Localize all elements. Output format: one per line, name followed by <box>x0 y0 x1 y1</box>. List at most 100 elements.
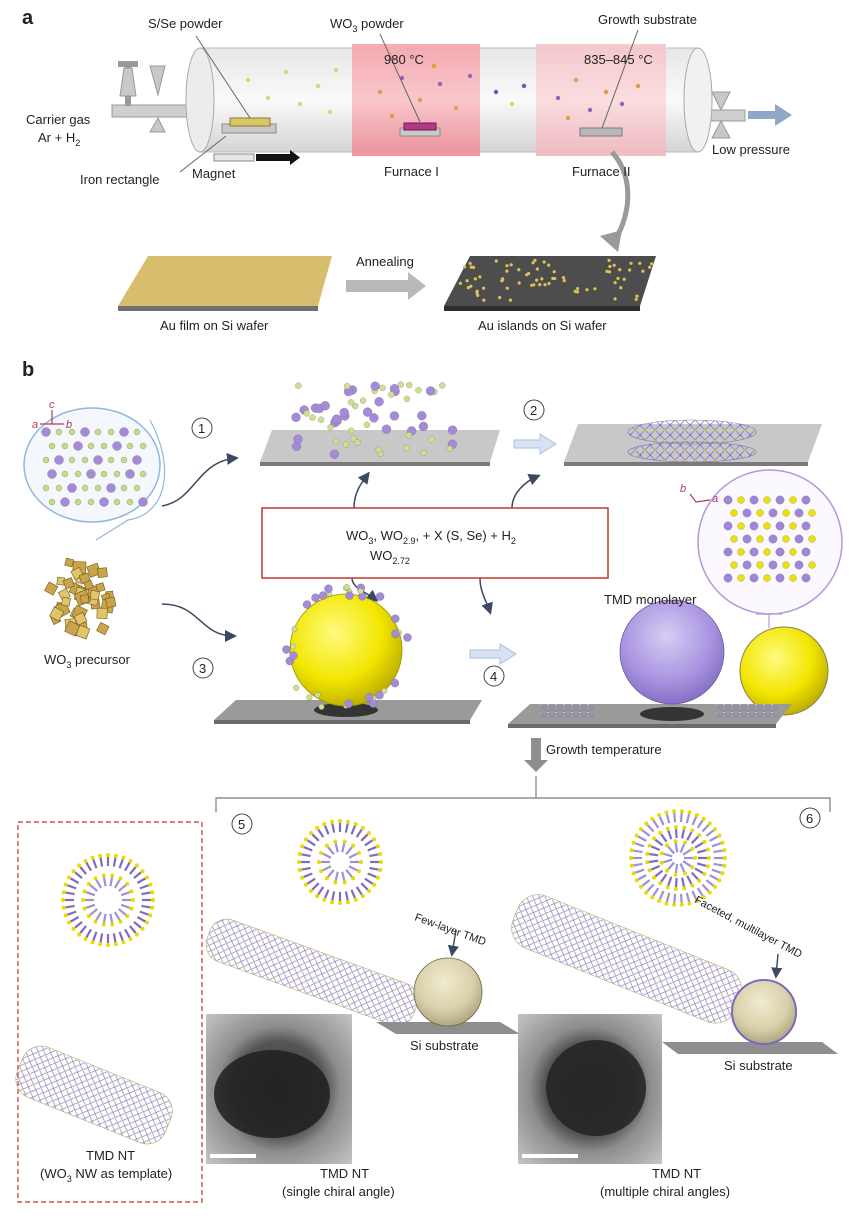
nt-bond <box>323 824 330 835</box>
nt-s-atom <box>330 900 334 905</box>
nt-bond <box>73 921 83 930</box>
tmd-atom <box>756 561 764 569</box>
au-island-dot <box>469 284 473 288</box>
nt-s-atom <box>151 898 155 902</box>
furnace-1 <box>352 44 480 156</box>
panel-b-letter: b <box>22 359 34 381</box>
au-island-dot <box>608 264 612 269</box>
nt-bond <box>300 866 311 871</box>
nt-bond <box>681 828 686 839</box>
ss-powder-boat <box>229 117 271 127</box>
vapor-atom <box>350 435 357 442</box>
au-island-dot <box>561 276 566 280</box>
tmd-atom <box>794 534 804 544</box>
nt-bond <box>634 868 645 874</box>
nt-s-atom <box>134 863 139 868</box>
nt-s-atom <box>652 836 656 841</box>
vapor-atom <box>403 395 411 403</box>
au-island-dot <box>551 276 555 280</box>
nt-bond <box>310 832 320 842</box>
leader-lines <box>179 29 639 173</box>
nt-s-atom <box>673 872 678 877</box>
au-island-dot <box>607 270 612 274</box>
vapor-atom <box>339 407 349 418</box>
tmd-atom <box>775 521 785 531</box>
nt-s-atom <box>90 855 95 860</box>
tmd-atom <box>775 573 785 583</box>
au-island-dot <box>462 265 467 269</box>
au-island-dot <box>535 267 540 271</box>
nt-s-atom <box>121 855 126 860</box>
nt-bond <box>674 828 678 839</box>
nt-bond <box>310 882 320 892</box>
tmd-atom <box>756 535 764 543</box>
tmd-crystal-lattice <box>723 495 816 583</box>
tmd-atom <box>737 496 745 504</box>
au-island-dot <box>465 279 469 283</box>
nt-bond <box>345 869 354 879</box>
vapor-atom <box>428 436 435 443</box>
au-island-dot <box>468 261 472 265</box>
vapor-atom <box>406 381 413 389</box>
nt-bond <box>344 822 349 833</box>
tmd-atom <box>801 495 811 505</box>
nt-bond <box>686 875 693 886</box>
nt-s-atom <box>659 851 664 856</box>
nt-bond <box>673 812 677 823</box>
nt-s-atom <box>701 895 706 900</box>
furnace-1-label: Furnace I <box>384 164 439 179</box>
nt-s-atom <box>145 920 149 925</box>
nt-s-atom <box>297 852 302 856</box>
step4-arrow <box>469 643 517 665</box>
wo3-atom <box>60 497 70 507</box>
nt-s-atom <box>300 875 305 880</box>
tmd-atom <box>723 547 733 557</box>
nt-s-atom <box>309 831 313 835</box>
vapor-atom <box>381 424 392 434</box>
wo3-atom <box>94 484 102 492</box>
nt-s-atom <box>342 839 347 844</box>
furnace-1-temperature: 980 °C <box>384 52 424 67</box>
inlet-valve <box>111 61 198 133</box>
nt-s-atom <box>672 809 677 814</box>
precursor-cube <box>96 621 110 636</box>
nt-s-atom <box>367 831 371 835</box>
vapor-particles <box>245 63 641 123</box>
nt-s-atom <box>644 821 649 826</box>
nt-s-atom <box>665 826 670 831</box>
nt-s-atom <box>634 878 639 883</box>
au-island-dot <box>552 270 556 274</box>
tmd-atom <box>742 508 752 518</box>
nt-bond <box>348 865 359 872</box>
nt-s-atom <box>629 863 634 868</box>
au-island-dot <box>613 297 617 301</box>
nt-s-atom <box>61 890 66 895</box>
au-island-dot <box>593 287 597 291</box>
nt-bond <box>658 815 665 826</box>
adsorbed-atom <box>324 584 333 593</box>
wo3-atom <box>61 442 69 450</box>
substrate-step4-edge <box>508 724 776 728</box>
nt-s-atom <box>687 901 692 906</box>
au-island-dot <box>475 291 479 295</box>
nt-s-atom <box>690 846 695 851</box>
nt-bond <box>348 852 359 859</box>
precursor-cube <box>62 577 75 590</box>
nt-bond <box>694 841 705 849</box>
nt-bond <box>711 842 722 848</box>
nt-s-atom <box>351 876 356 881</box>
nt-s-atom <box>659 860 664 865</box>
nt-bond <box>685 892 691 903</box>
nt-s-atom <box>650 816 655 821</box>
nt-s-atom <box>324 876 329 881</box>
nt-s-atom <box>717 833 722 838</box>
au-island-dot <box>629 261 633 265</box>
nt-s-atom <box>145 875 149 880</box>
au-film-label: Au film on Si wafer <box>160 318 269 333</box>
si-substrate-label-1: Si substrate <box>410 1038 479 1053</box>
tmd-atom <box>723 573 733 583</box>
nt-bond <box>651 818 660 829</box>
au-island-dot <box>509 263 513 267</box>
wo3-powder-sample <box>403 122 437 131</box>
adsorbed-atom <box>344 699 353 709</box>
